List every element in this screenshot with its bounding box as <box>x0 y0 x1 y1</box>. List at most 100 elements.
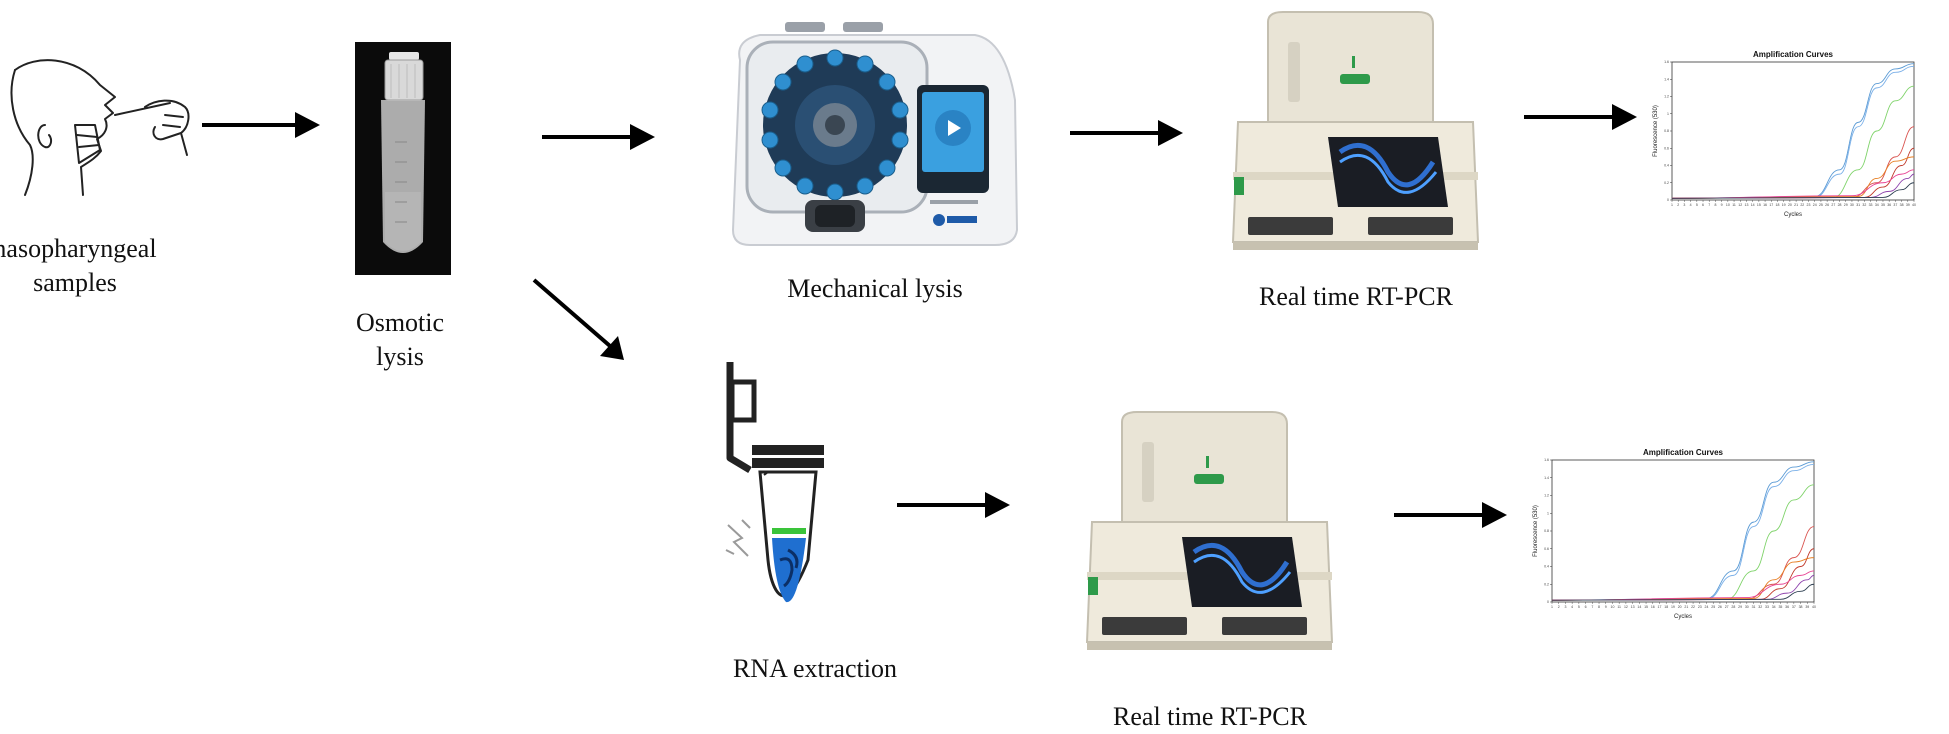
x-tick-label: 26 <box>1718 605 1722 609</box>
label-mechanical-lysis: Mechanical lysis <box>787 274 963 303</box>
x-tick-label: 32 <box>1862 203 1866 207</box>
x-tick-label: 39 <box>1805 605 1809 609</box>
series-line-8 <box>1671 182 1915 199</box>
series-line-7 <box>1671 169 1915 199</box>
y-tick-label: 0.6 <box>1664 146 1669 150</box>
x-tick-label: 18 <box>1664 605 1668 609</box>
y-tick-label: 1.6 <box>1544 458 1549 462</box>
x-tick-label: 12 <box>1738 203 1742 207</box>
x-tick-label: 22 <box>1800 203 1804 207</box>
x-tick-label: 30 <box>1850 203 1854 207</box>
y-tick-label: 1.4 <box>1664 77 1669 81</box>
y-tick-label: 0.4 <box>1544 565 1549 569</box>
y-tick-label: 0.2 <box>1664 181 1669 185</box>
x-tick-label: 35 <box>1881 203 1885 207</box>
x-tick-label: 27 <box>1725 605 1729 609</box>
x-tick-label: 3 <box>1683 203 1685 207</box>
rna-extraction-tube-illustration <box>725 362 824 603</box>
x-tick-label: 15 <box>1757 203 1761 207</box>
x-tick-label: 31 <box>1856 203 1860 207</box>
y-tick-label: 0.6 <box>1544 547 1549 551</box>
x-tick-label: 4 <box>1571 605 1573 609</box>
arrow-1 <box>202 112 320 138</box>
x-tick-label: 5 <box>1696 203 1698 207</box>
x-tick-label: 26 <box>1825 203 1829 207</box>
y-tick-label: 0 <box>1667 198 1669 202</box>
series-line-8 <box>1551 583 1815 601</box>
x-tick-label: 7 <box>1708 203 1710 207</box>
y-tick-label: 1.6 <box>1664 60 1669 64</box>
x-tick-label: 36 <box>1785 605 1789 609</box>
y-tick-label: 1.4 <box>1544 476 1549 480</box>
y-tick-label: 0.8 <box>1664 129 1669 133</box>
series-line-7 <box>1551 570 1815 601</box>
x-tick-label: 3 <box>1564 605 1566 609</box>
amplification-chart-top: Amplification Curves00.20.40.60.811.21.4… <box>1653 50 1916 218</box>
y-axis-label: Fluorescence (530) <box>1533 505 1539 557</box>
y-tick-label: 0 <box>1547 600 1549 604</box>
x-tick-label: 35 <box>1778 605 1782 609</box>
x-tick-label: 21 <box>1684 605 1688 609</box>
nasopharyngeal-swab-illustration <box>10 59 190 196</box>
x-tick-label: 14 <box>1637 605 1641 609</box>
x-tick-label: 32 <box>1758 605 1762 609</box>
label-rtpcr-bottom: Real time RT-PCR <box>1113 702 1307 731</box>
x-tick-label: 38 <box>1900 203 1904 207</box>
y-tick-label: 1 <box>1667 112 1669 116</box>
x-tick-label: 7 <box>1591 605 1593 609</box>
pcr-machine-bottom-image <box>1085 411 1334 650</box>
chart-title: Amplification Curves <box>1643 448 1724 457</box>
x-tick-label: 1 <box>1671 203 1673 207</box>
x-tick-label: 33 <box>1869 203 1873 207</box>
sample-tube-image <box>355 42 451 275</box>
x-tick-label: 25 <box>1819 203 1823 207</box>
x-tick-label: 11 <box>1617 605 1621 609</box>
x-tick-label: 16 <box>1763 203 1767 207</box>
bead-mill-homogenizer-image <box>731 22 1019 246</box>
chart-title: Amplification Curves <box>1753 50 1834 59</box>
x-tick-label: 28 <box>1838 203 1842 207</box>
y-tick-label: 1.2 <box>1544 494 1549 498</box>
x-tick-label: 23 <box>1698 605 1702 609</box>
y-tick-label: 0.2 <box>1544 582 1549 586</box>
x-tick-label: 13 <box>1631 605 1635 609</box>
x-tick-label: 21 <box>1794 203 1798 207</box>
label-rtpcr-top: Real time RT-PCR <box>1259 282 1453 311</box>
x-tick-label: 14 <box>1751 203 1755 207</box>
x-tick-label: 10 <box>1611 605 1615 609</box>
x-tick-label: 13 <box>1745 203 1749 207</box>
x-tick-label: 31 <box>1752 605 1756 609</box>
x-tick-label: 15 <box>1644 605 1648 609</box>
x-tick-label: 10 <box>1726 203 1730 207</box>
arrow-5 <box>897 492 1010 518</box>
x-tick-label: 39 <box>1906 203 1910 207</box>
arrow-3 <box>1070 120 1183 146</box>
x-axis-label: Cycles <box>1784 212 1802 218</box>
x-tick-label: 9 <box>1605 605 1607 609</box>
arrow-6 <box>1394 502 1507 528</box>
arrow-4 <box>1524 104 1637 130</box>
label-osmotic-lysis: Osmotic lysis <box>355 308 445 371</box>
x-tick-label: 4 <box>1690 203 1692 207</box>
x-tick-label: 33 <box>1765 605 1769 609</box>
arrow-diagonal <box>532 278 624 360</box>
x-tick-label: 40 <box>1912 203 1916 207</box>
x-tick-label: 19 <box>1782 203 1786 207</box>
x-tick-label: 8 <box>1598 605 1600 609</box>
x-tick-label: 34 <box>1772 605 1776 609</box>
x-tick-label: 6 <box>1585 605 1587 609</box>
x-tick-label: 25 <box>1711 605 1715 609</box>
x-tick-label: 20 <box>1678 605 1682 609</box>
x-tick-label: 29 <box>1738 605 1742 609</box>
x-tick-label: 37 <box>1893 203 1897 207</box>
pcr-machine-top-image <box>1231 11 1480 250</box>
x-tick-label: 29 <box>1844 203 1848 207</box>
x-tick-label: 9 <box>1721 203 1723 207</box>
x-axis-label: Cycles <box>1674 614 1692 620</box>
x-tick-label: 17 <box>1769 203 1773 207</box>
x-tick-label: 2 <box>1558 605 1560 609</box>
x-tick-label: 22 <box>1691 605 1695 609</box>
x-tick-label: 38 <box>1799 605 1803 609</box>
amplification-chart-bottom: Amplification Curves00.20.40.60.811.21.4… <box>1533 448 1816 620</box>
y-tick-label: 1 <box>1547 511 1549 515</box>
